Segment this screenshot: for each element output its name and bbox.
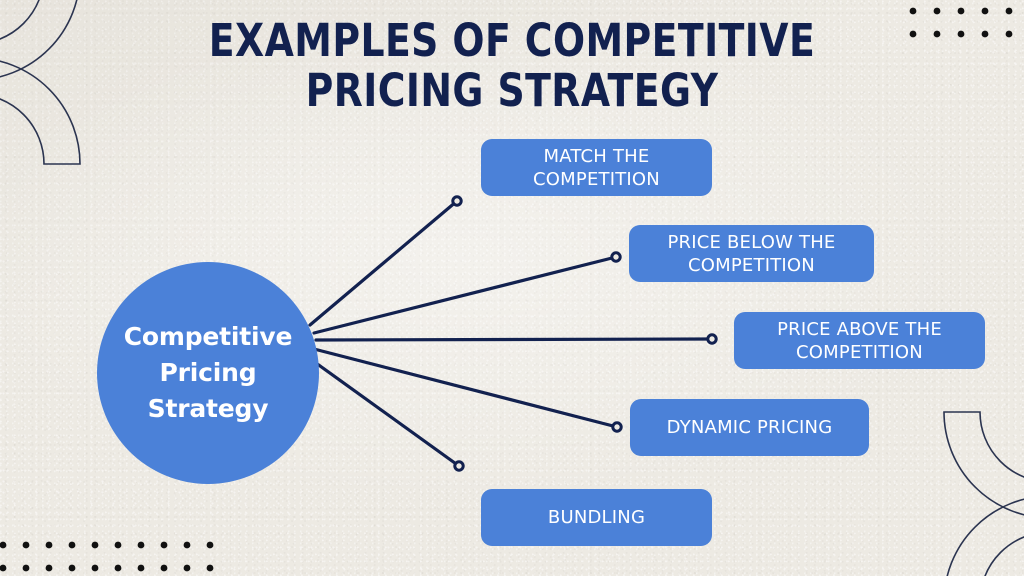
branch-pill-label: Price Above the Competition: [777, 318, 942, 363]
connector-price-above-the-competition: [314, 337, 714, 342]
branch-pill-label: Price Below the Competition: [667, 231, 836, 276]
slide-title: Examples of Competitive Pricing Strategy: [208, 14, 816, 117]
connector-bundling-endpoint-dot: [453, 460, 465, 472]
branch-pill-price-below-the-competition[interactable]: Price Below the Competition: [629, 225, 874, 282]
connector-bundling: [307, 356, 461, 468]
connector-match-the-competition-endpoint-dot: [451, 195, 463, 207]
connector-dynamic-pricing-endpoint-dot: [611, 421, 623, 433]
central-hub-circle[interactable]: Competitive Pricing Strategy: [97, 262, 319, 484]
branch-pill-label: Bundling: [547, 507, 646, 528]
branch-pill-price-above-the-competition[interactable]: Price Above the Competition: [734, 312, 985, 369]
branch-pill-dynamic-pricing[interactable]: Dynamic Pricing: [630, 399, 869, 456]
branch-pill-bundling[interactable]: Bundling: [481, 489, 712, 546]
connector-match-the-competition: [308, 199, 459, 327]
central-hub-label: Competitive Pricing Strategy: [123, 322, 293, 423]
connector-price-above-the-competition-endpoint-dot: [706, 333, 718, 345]
connector-dynamic-pricing: [312, 347, 619, 429]
branch-pill-label: Dynamic Pricing: [666, 417, 833, 438]
branch-pill-label: Match the Competition: [533, 145, 660, 190]
branch-pill-match-the-competition[interactable]: Match the Competition: [481, 139, 712, 196]
connector-price-below-the-competition-endpoint-dot: [610, 251, 622, 263]
connector-price-below-the-competition: [312, 255, 618, 335]
